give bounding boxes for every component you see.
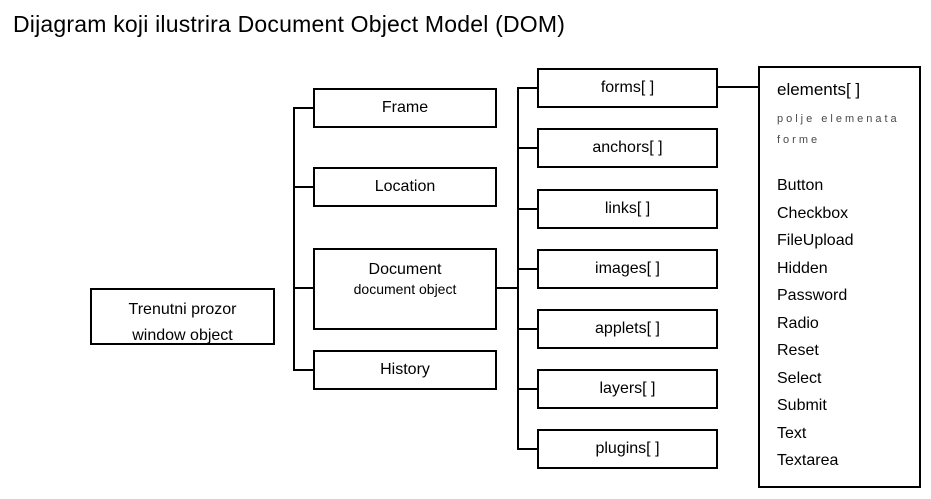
list-item: Select bbox=[777, 369, 822, 387]
node-plugins-label: plugins[ ] bbox=[595, 440, 660, 457]
node-window-label: Trenutni prozor bbox=[128, 301, 237, 318]
node-anchors-label: anchors[ ] bbox=[592, 139, 663, 156]
node-frame-label: Frame bbox=[381, 99, 429, 116]
node-history: History bbox=[313, 350, 497, 390]
node-anchors-array: anchors[ ] bbox=[537, 128, 718, 168]
list-item: Textarea bbox=[777, 452, 839, 469]
elements-panel-heading: elements[ ] bbox=[777, 80, 861, 99]
list-item: Checkbox bbox=[777, 204, 849, 222]
node-location: Location bbox=[313, 167, 497, 207]
form-element-list: Button Checkbox FileUpload Hidden Passwo… bbox=[777, 172, 911, 475]
connector-stub-layers bbox=[517, 388, 539, 390]
connector-stub-images bbox=[517, 268, 539, 270]
connector-stub-applets bbox=[517, 328, 539, 330]
node-window: Trenutni prozor window object bbox=[90, 288, 275, 345]
list-item: Button bbox=[777, 177, 824, 194]
list-item: FileUpload bbox=[777, 232, 854, 249]
connector-stub-frame bbox=[293, 107, 315, 109]
node-history-label: History bbox=[380, 361, 430, 378]
connector-forms-elements bbox=[716, 86, 760, 88]
node-layers-array: layers[ ] bbox=[537, 369, 718, 409]
node-links-label: links[ ] bbox=[604, 200, 651, 217]
node-location-label: Location bbox=[374, 178, 436, 195]
list-item: Reset bbox=[777, 342, 819, 359]
node-document-label: Document bbox=[368, 261, 442, 278]
connector-stub-history bbox=[293, 369, 315, 371]
list-item: Submit bbox=[777, 397, 827, 414]
elements-panel-subheading-line1: polje elemenata bbox=[777, 113, 900, 125]
node-document-sublabel: document object bbox=[353, 281, 457, 297]
node-window-sublabel: window object bbox=[132, 327, 233, 344]
node-applets-label: applets[ ] bbox=[595, 320, 660, 337]
list-item: Password bbox=[777, 287, 848, 304]
connector-stub-links bbox=[517, 208, 539, 210]
node-applets-array: applets[ ] bbox=[537, 309, 718, 349]
node-frame: Frame bbox=[313, 88, 497, 128]
node-links-array: links[ ] bbox=[537, 189, 718, 229]
node-plugins-array: plugins[ ] bbox=[537, 429, 718, 469]
connector-stub-document bbox=[293, 287, 315, 289]
connector-stub-forms bbox=[517, 87, 539, 89]
elements-panel-subheading-line2: forme bbox=[777, 134, 821, 146]
node-document: Document document object bbox=[313, 248, 497, 330]
node-images-label: images[ ] bbox=[595, 260, 660, 277]
connector-window-trunk bbox=[293, 107, 295, 371]
list-item: Radio bbox=[777, 314, 819, 332]
node-forms-array: forms[ ] bbox=[537, 68, 718, 108]
list-item: Hidden bbox=[777, 259, 828, 277]
node-forms-label: forms[ ] bbox=[600, 79, 655, 96]
node-layers-label: layers[ ] bbox=[599, 380, 656, 397]
connector-stub-location bbox=[293, 186, 315, 188]
list-item: Text bbox=[777, 424, 807, 442]
diagram-title: Dijagram koji ilustrira Document Object … bbox=[13, 11, 566, 37]
connector-stub-plugins bbox=[517, 448, 539, 450]
connector-document-out bbox=[495, 287, 519, 289]
connector-stub-anchors bbox=[517, 147, 539, 149]
elements-panel: elements[ ] polje elemenata forme Button… bbox=[758, 66, 921, 488]
node-images-array: images[ ] bbox=[537, 249, 718, 289]
